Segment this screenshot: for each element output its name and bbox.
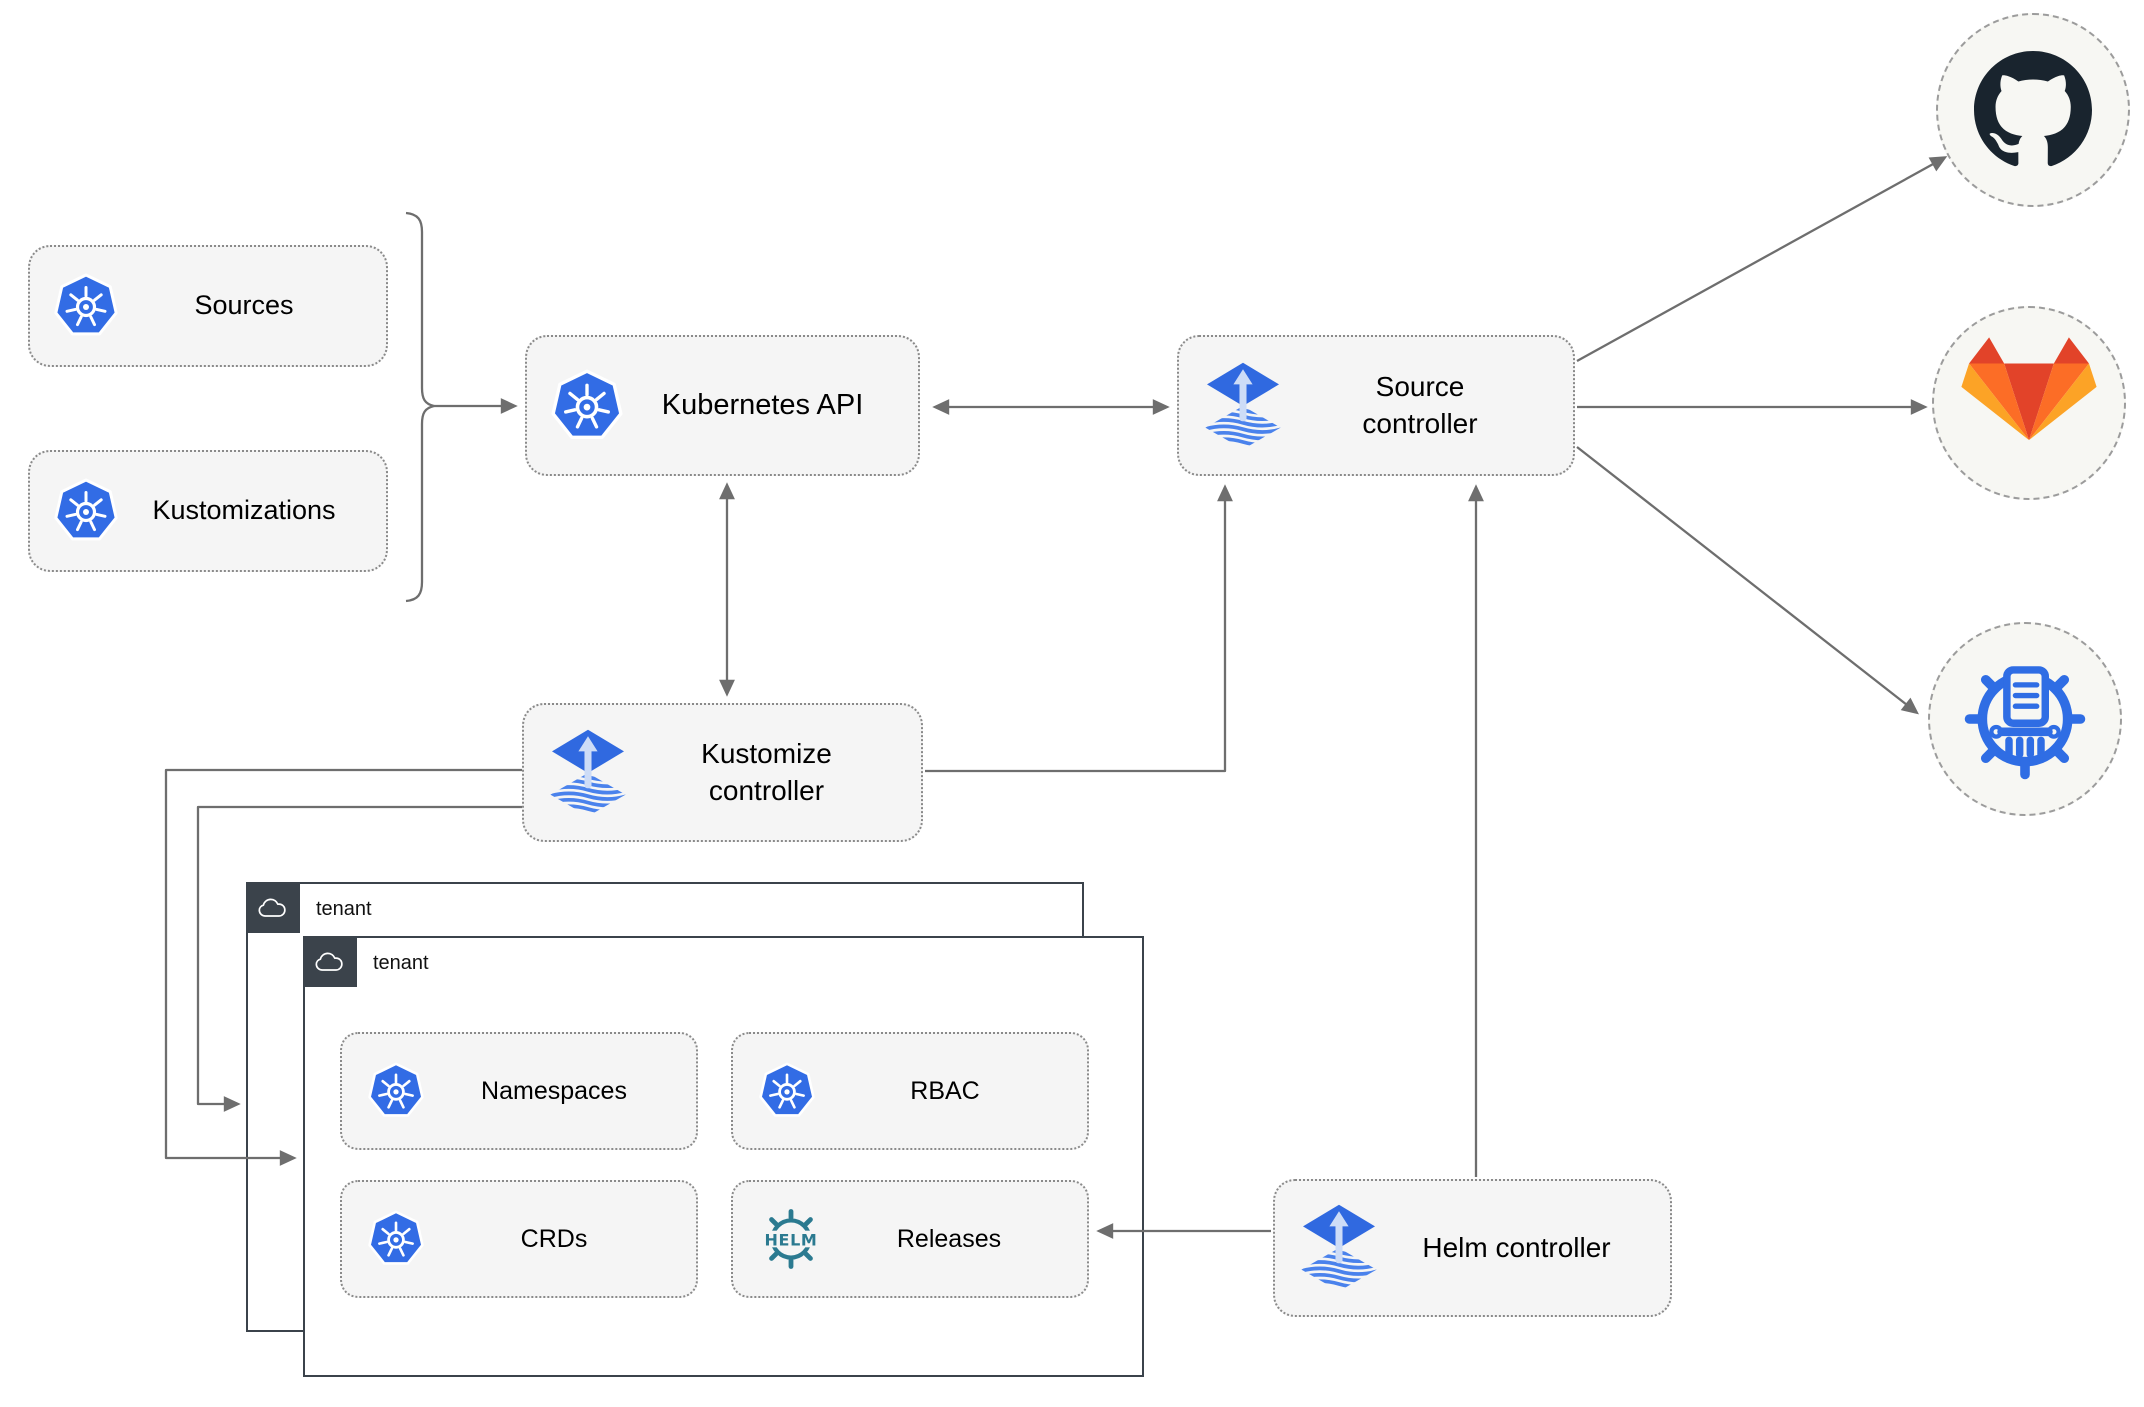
cloud-icon [258,897,286,917]
helm-controller-label: Helm controller [1422,1231,1611,1263]
source-controller-label: Source controller [1362,370,1478,439]
namespaces-node: Namespaces [340,1032,698,1150]
kubernetes-api-label: Kubernetes API [661,389,864,422]
namespaces-label: Namespaces [481,1076,627,1105]
edge-source-to-github [1576,156,1948,363]
kustomize-controller-node: Kustomize controller [522,703,923,842]
kustomize-controller-label: Kustomize controller [701,737,832,806]
tenant-badge [246,882,300,933]
flux-icon [1203,362,1283,450]
kubernetes-api-node: Kubernetes API [525,335,920,476]
edge-kustomize-to-source [925,484,1233,773]
releases-label: Releases [896,1224,1002,1253]
crds-node: CRDs [340,1180,698,1298]
flux-icon [548,729,628,817]
kubernetes-icon [759,1062,815,1120]
kubernetes-icon [54,273,118,339]
source-controller-node: Source controller [1177,335,1575,476]
kubernetes-icon [368,1062,424,1120]
kubernetes-icon [551,369,623,443]
kubernetes-icon [54,478,118,544]
rbac-node: RBAC [731,1032,1089,1150]
helm-wheel-icon: HELM [760,1209,822,1269]
sources-label: Sources [194,290,294,321]
tenant-label: tenant [373,952,429,974]
kustomizations-label: Kustomizations [152,495,336,526]
cloud-icon [315,951,343,971]
helm-controller-node: Helm controller [1273,1179,1672,1317]
tenant-label: tenant [316,898,372,920]
helm-logo-text: HELM [765,1230,818,1249]
tenant-badge [303,936,357,987]
tenant-group-front: tenant [303,936,1144,1377]
gitlab-node [1932,306,2126,500]
crds-label: CRDs [520,1224,588,1253]
github-node [1936,13,2130,207]
kustomizations-node: Kustomizations [28,450,388,572]
sources-node: Sources [28,245,388,367]
rbac-label: RBAC [910,1076,980,1105]
releases-node: HELM Releases [731,1180,1089,1298]
chartmuseum-column-icon [1964,666,2086,780]
brace-sources-kustomizations [405,211,436,603]
helm-repository-node [1928,622,2122,816]
gitlab-tanuki-icon [1961,337,2097,441]
kubernetes-icon [368,1210,424,1268]
flux-icon [1299,1204,1379,1292]
edge-source-to-helm-repository [1576,446,1919,715]
github-octocat-icon [1974,51,2092,167]
